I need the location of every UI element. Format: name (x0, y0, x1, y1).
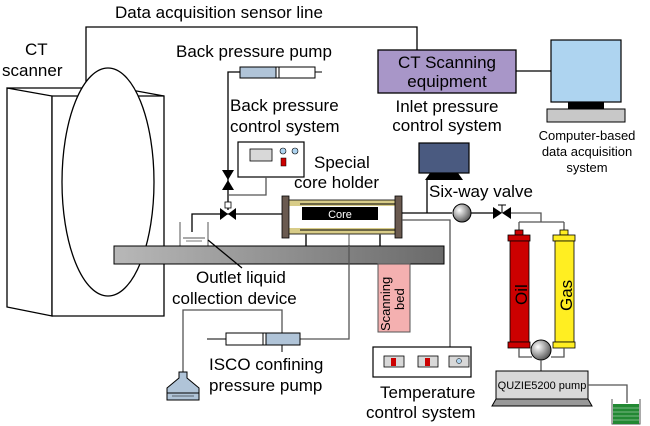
outlet-line (191, 213, 282, 232)
quzie-pump-label: QUZIE5200 pump (498, 380, 587, 392)
ct-scanner-label-1: CT (25, 40, 48, 59)
ct-scanner (6, 67, 165, 317)
quzie-pump (491, 370, 593, 407)
outlet-collection-beaker (179, 222, 209, 247)
computer-monitor-icon (546, 39, 626, 123)
temperature-label-1: Temperature (380, 383, 475, 402)
six-way-valve-label: Six-way valve (429, 182, 533, 201)
inlet-pressure-label-2: control system (392, 116, 502, 135)
back-pressure-valve-icon (222, 170, 234, 190)
water-bottle-icon (166, 371, 200, 401)
temperature-line (402, 219, 451, 347)
outlet-label-2: collection device (172, 289, 297, 308)
scanning-bed-label-2: bed (392, 288, 407, 310)
pump-beaker-line (588, 384, 628, 403)
computer-label-1: Computer-based (539, 128, 636, 143)
data-acquisition-line (85, 26, 418, 87)
back-pressure-pump-label: Back pressure pump (176, 42, 332, 61)
ct-equipment-label-1: CT Scanning (398, 53, 496, 72)
computer-label-2: data acquisition (542, 144, 632, 159)
back-pressure-control-box (237, 141, 305, 178)
isco-pump (207, 332, 301, 352)
ct-equipment-label-2: equipment (407, 72, 487, 91)
outlet-label-1: Outlet liquid (196, 268, 286, 287)
isco-label-1: ISCO confining (209, 355, 323, 374)
isco-bottle-line (182, 309, 283, 372)
six-way-valve-icon (452, 203, 472, 223)
scanning-bed-rail (113, 245, 445, 265)
ct-scanner-label-2: scanner (2, 61, 63, 80)
core-holder-label-1: Special (314, 153, 370, 172)
back-pressure-control-label-1: Back pressure (230, 96, 339, 115)
oil-outlet-line (518, 348, 532, 358)
temperature-label-2: control system (366, 403, 476, 422)
cylinder-header-line (511, 212, 542, 222)
core-holder (281, 195, 403, 246)
control-box-line (228, 177, 267, 196)
inlet-pressure-label-1: Inlet pressure (396, 97, 499, 116)
gas-label: Gas (557, 280, 576, 311)
gas-cylinder (552, 229, 576, 349)
data-acquisition-line-label: Data acquisition sensor line (115, 3, 323, 22)
oil-label: Oil (512, 284, 531, 305)
back-pressure-control-label-2: control system (230, 117, 340, 136)
temperature-control-box (372, 346, 472, 378)
gas-outlet-line (551, 348, 565, 358)
fluid-beaker (611, 399, 641, 425)
back-pressure-pump (239, 66, 322, 79)
scanning-bed-label-1: Scanning (378, 277, 393, 331)
oil-cylinder (507, 229, 531, 349)
small-monitor-icon (418, 142, 470, 180)
outlet-valve-icon (220, 201, 236, 220)
back-pump-line (227, 71, 240, 210)
core-label: Core (328, 209, 352, 221)
isco-holder-line (300, 246, 350, 340)
outlet-pointer (207, 239, 243, 269)
scanning-bed-box (377, 263, 411, 333)
computer-label-3: system (566, 160, 607, 175)
isco-label-2: pressure pump (209, 376, 322, 395)
inlet-valve-icon (493, 204, 511, 219)
pump-valve-icon (530, 339, 552, 361)
core-holder-label-2: core holder (294, 173, 379, 192)
